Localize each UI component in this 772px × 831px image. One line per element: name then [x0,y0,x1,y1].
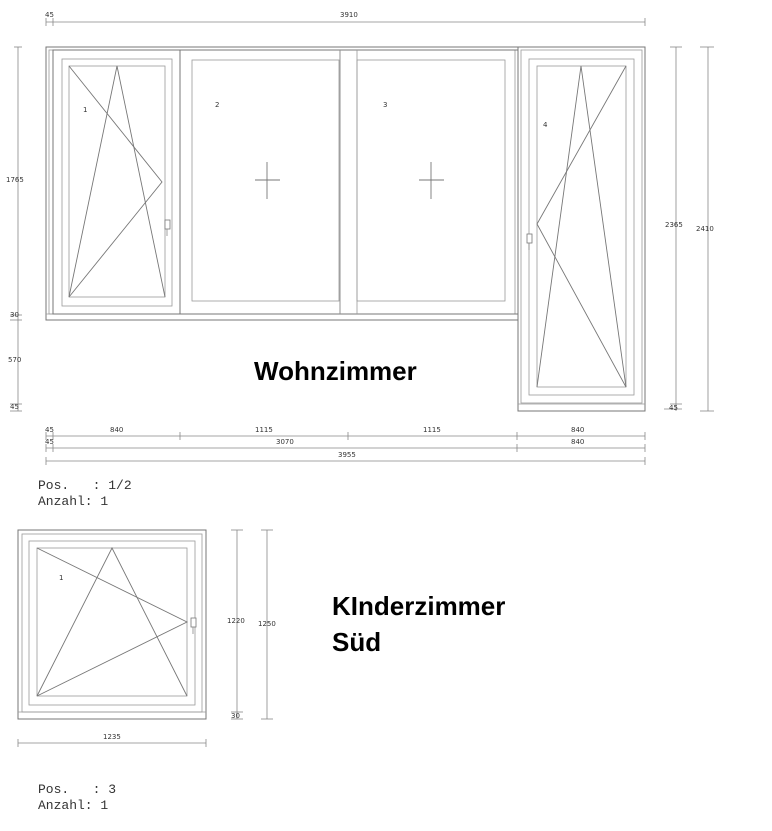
position-2-anzahl: Anzahl: 1 [38,798,108,813]
window-element-2: 1 [17,529,207,720]
dim-right-2410: 2410 [696,225,714,233]
dim-bottom-840a: 840 [110,426,123,434]
dim-right-2365: 2365 [665,221,683,229]
bottom-dimension: 45 840 1115 1115 840 45 3070 840 3955 [45,426,646,465]
dim-left-1765: 1765 [6,176,24,184]
window2-dimensions: 1220 30 1250 1235 [17,529,276,747]
left-dimension: 1765 30 570 45 [6,46,24,412]
position-2-pos: Pos. : 3 [38,782,116,797]
dim-bottom-total: 3955 [338,451,356,459]
dim-top-45: 45 [45,11,54,19]
dim-bottom2-3070: 3070 [276,438,294,446]
window2-dim-1235: 1235 [103,733,121,741]
room-label-wohnzimmer: Wohnzimmer [254,356,417,386]
room-label-sued: Süd [332,627,381,657]
dim-bottom2-840: 840 [571,438,584,446]
handle-icon [526,233,533,244]
dim-bottom-1115b: 1115 [423,426,441,434]
top-dimension: 45 3910 [45,11,646,26]
window2-dim-30: 30 [231,712,240,720]
dim-left-30: 30 [10,311,19,319]
dim-right-45: 45 [669,404,678,412]
handle-icon [164,219,171,230]
sash-number-3: 3 [383,101,387,109]
dim-bottom-45: 45 [45,426,54,434]
window2-dim-1250: 1250 [258,620,276,628]
dim-left-45: 45 [10,403,19,411]
sash-number-1: 1 [83,106,87,114]
window2-dim-1220: 1220 [227,617,245,625]
dim-left-570: 570 [8,356,21,364]
dim-top-3910: 3910 [340,11,358,19]
position-1-anzahl: Anzahl: 1 [38,494,108,509]
right-dimension: 2365 2410 45 [664,46,714,412]
window2-sash-number: 1 [59,574,63,582]
sash-number-2: 2 [215,101,219,109]
position-1-pos: Pos. : 1/2 [38,478,132,493]
room-label-kinderzimmer: KInderzimmer [332,591,505,621]
sash-number-4: 4 [543,121,548,129]
window-element-1: 1 2 3 4 [45,46,646,412]
dim-bottom2-45: 45 [45,438,54,446]
dim-bottom-840b: 840 [571,426,584,434]
dim-bottom-1115a: 1115 [255,426,273,434]
handle-icon [190,617,197,628]
